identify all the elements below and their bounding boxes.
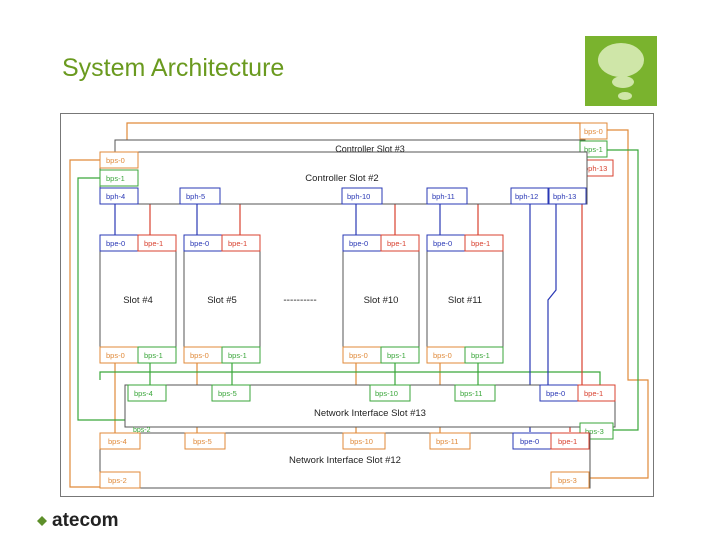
slide-title: System Architecture [62,54,285,82]
ni-slot-12-label: Network Interface Slot #12 [289,455,401,466]
ctrl2-port-bph13-label: bph-13 [553,192,576,201]
controller-slot-3-label: Controller Slot #3 [335,144,405,154]
ctrl3-port-bps0-label: bps-0 [584,127,603,136]
slot-4-bps0-label: bps-0 [106,351,125,360]
slot-5-bps0-label: bps-0 [190,351,209,360]
ni12-bps4-label: bps-4 [108,437,127,446]
ctrl3-port-bph13-label: bph-13 [584,164,607,173]
ni-slot-13-label: Network Interface Slot #13 [314,408,426,419]
slot-4-bpe1-label: bpe-1 [144,239,163,248]
ni12-bps3 [550,471,590,489]
ni13-bps5 [211,384,251,402]
slot-4-bps1-label: bps-1 [144,351,163,360]
slot-11-box [426,234,504,364]
slot-10-bps0-label: bps-0 [349,351,368,360]
wire-orange-left-outer [69,159,103,488]
slot-11-bps1-label: bps-1 [471,351,490,360]
slot-11-bpe1 [464,234,504,252]
ni12-bps10-label: bps-10 [350,437,373,446]
ni12-bps2-label: bps-2 [108,476,127,485]
slot-10-label: Slot #10 [364,295,399,306]
ctrl2-port-bph5 [179,187,221,205]
ctrl3-port-bps0 [579,122,608,140]
slot-5-bps1-label: bps-1 [228,351,247,360]
ctrl2-port-bph10-label: bph-10 [347,192,370,201]
logo-box [585,36,657,106]
ctrl2-port-bph11-label: bph-11 [432,192,455,201]
ni13-bpe1 [577,384,616,402]
ni13-bps5-label: bps-5 [218,389,237,398]
ctrl2-port-bph11 [426,187,468,205]
atecom-logo-icon [37,516,47,526]
slot-10-bps1-label: bps-1 [387,351,406,360]
slot-10-bpe1-label: bpe-1 [387,239,406,248]
ctrl2-port-bph13 [548,187,587,205]
wire-green-left [77,177,125,421]
ni12-bpe1-label: bpe-1 [558,437,577,446]
ni13-bpe0-label: bpe-0 [546,389,565,398]
slot-4-label: Slot #4 [123,295,153,306]
ni13-bps11-label: bps-11 [460,389,482,398]
slot-5-bps1 [221,346,261,364]
ctrl2-port-bph12-label: bph-12 [515,192,538,201]
slot-4-bps1 [137,346,177,364]
ctrl2-port-bps0-label: bps-0 [106,156,125,165]
ni13-bpe1-label: bpe-1 [584,389,603,398]
ni12-bps11-label: bps-11 [436,437,458,446]
slot-11-label: Slot #11 [448,295,482,306]
slot-5-box [183,234,261,364]
ni13-bps4 [127,384,167,402]
ni12-bps11 [429,432,471,450]
slot-10-bps1 [380,346,420,364]
ni12-bps4 [99,432,141,450]
ctrl2-port-bps1 [99,169,139,187]
slot-10-box [342,234,420,364]
slot-gap-dashes: ---------- [283,295,316,306]
ni13-bps3-label: bps-3 [585,427,604,436]
slot-11-bpe0-label: bpe-0 [433,239,452,248]
speech-bubble-logo-icon [598,43,644,100]
wire-green-bus [99,371,601,385]
controller-slot-2-label: Controller Slot #2 [305,173,378,184]
ni12-bpe1 [550,432,590,450]
ni12-bps10 [342,432,386,450]
ni13-bps11 [454,384,496,402]
slot-4-bpe1 [137,234,177,252]
ni12-bps5-label: bps-5 [193,437,212,446]
ni12-bps3-label: bps-3 [558,476,577,485]
ni12-bps2 [99,471,141,489]
slot-11-bps0-label: bps-0 [433,351,452,360]
ctrl2-port-bph5-label: bph-5 [186,192,205,201]
brand-name: atecom [52,510,119,531]
slot-10-bpe0-label: bpe-0 [349,239,368,248]
ni12-bpe0-label: bpe-0 [520,437,539,446]
slot-5-label: Slot #5 [207,295,237,306]
ni13-bps10-label: bps-10 [375,389,398,398]
slot-5-bpe1 [221,234,261,252]
slot-4-bpe0-label: bpe-0 [106,239,125,248]
ctrl3-port-bps1-label: bps-1 [584,145,603,154]
ctrl2-port-bps0 [99,151,139,169]
slot-11-bpe1-label: bpe-1 [471,239,490,248]
ni13-bps10 [369,384,411,402]
ctrl2-port-bph12 [510,187,549,205]
ctrl2-port-bph4-label: bph-4 [106,192,125,201]
ctrl2-port-bps1-label: bps-1 [106,174,125,183]
ctrl2-port-bph10 [341,187,383,205]
slot-4-box [99,234,177,364]
ni13-bps2-label: bps-2 [133,427,151,434]
slot-10-bpe1 [380,234,420,252]
wire-blue-bph13 [547,203,557,385]
ni13-bps4-label: bps-4 [134,389,153,398]
slot-5-bpe1-label: bpe-1 [228,239,247,248]
slot-11-bps1 [464,346,504,364]
slot-5-bpe0-label: bpe-0 [190,239,209,248]
ni12-bps5 [184,432,226,450]
ctrl2-port-bph4 [99,187,139,205]
